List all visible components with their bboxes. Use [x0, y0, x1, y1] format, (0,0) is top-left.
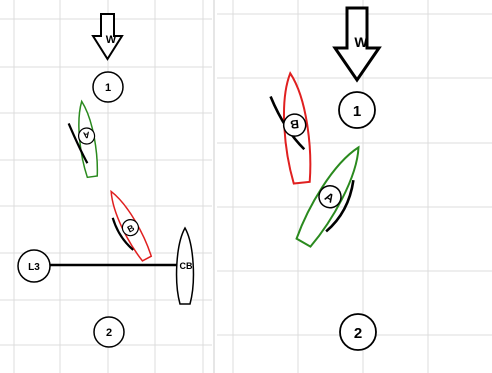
mark-2: 2: [93, 316, 125, 348]
boat-a-sail: [67, 122, 89, 164]
svg-text:2: 2: [106, 327, 112, 339]
boat-b: B: [110, 189, 153, 262]
committee-boat: CB: [175, 226, 195, 305]
boat-a: A: [295, 145, 360, 248]
wind-label: W: [106, 34, 117, 46]
svg-text:1: 1: [353, 103, 361, 120]
wind-label: W: [354, 34, 368, 50]
svg-text:2: 2: [354, 325, 362, 342]
wind-arrow-icon: W: [91, 13, 124, 61]
boat-b-sail: [111, 217, 134, 251]
svg-text:CB: CB: [180, 261, 193, 271]
boat-b-label: B: [126, 222, 137, 234]
boat-a: A: [67, 99, 99, 179]
boat-b-label: B: [289, 117, 299, 132]
right-grid: [217, 0, 492, 373]
wind-arrow-icon: W: [332, 6, 382, 83]
boat-a-label: A: [82, 130, 90, 141]
mark-2: 2: [339, 313, 377, 351]
svg-text:L3: L3: [28, 262, 40, 273]
mark-l3: L3: [17, 249, 51, 283]
boat-a-sail: [325, 180, 355, 233]
svg-text:1: 1: [105, 82, 111, 94]
boat-b: B: [269, 71, 312, 185]
mark-1: 1: [338, 91, 376, 129]
mark-1: 1: [92, 71, 124, 103]
